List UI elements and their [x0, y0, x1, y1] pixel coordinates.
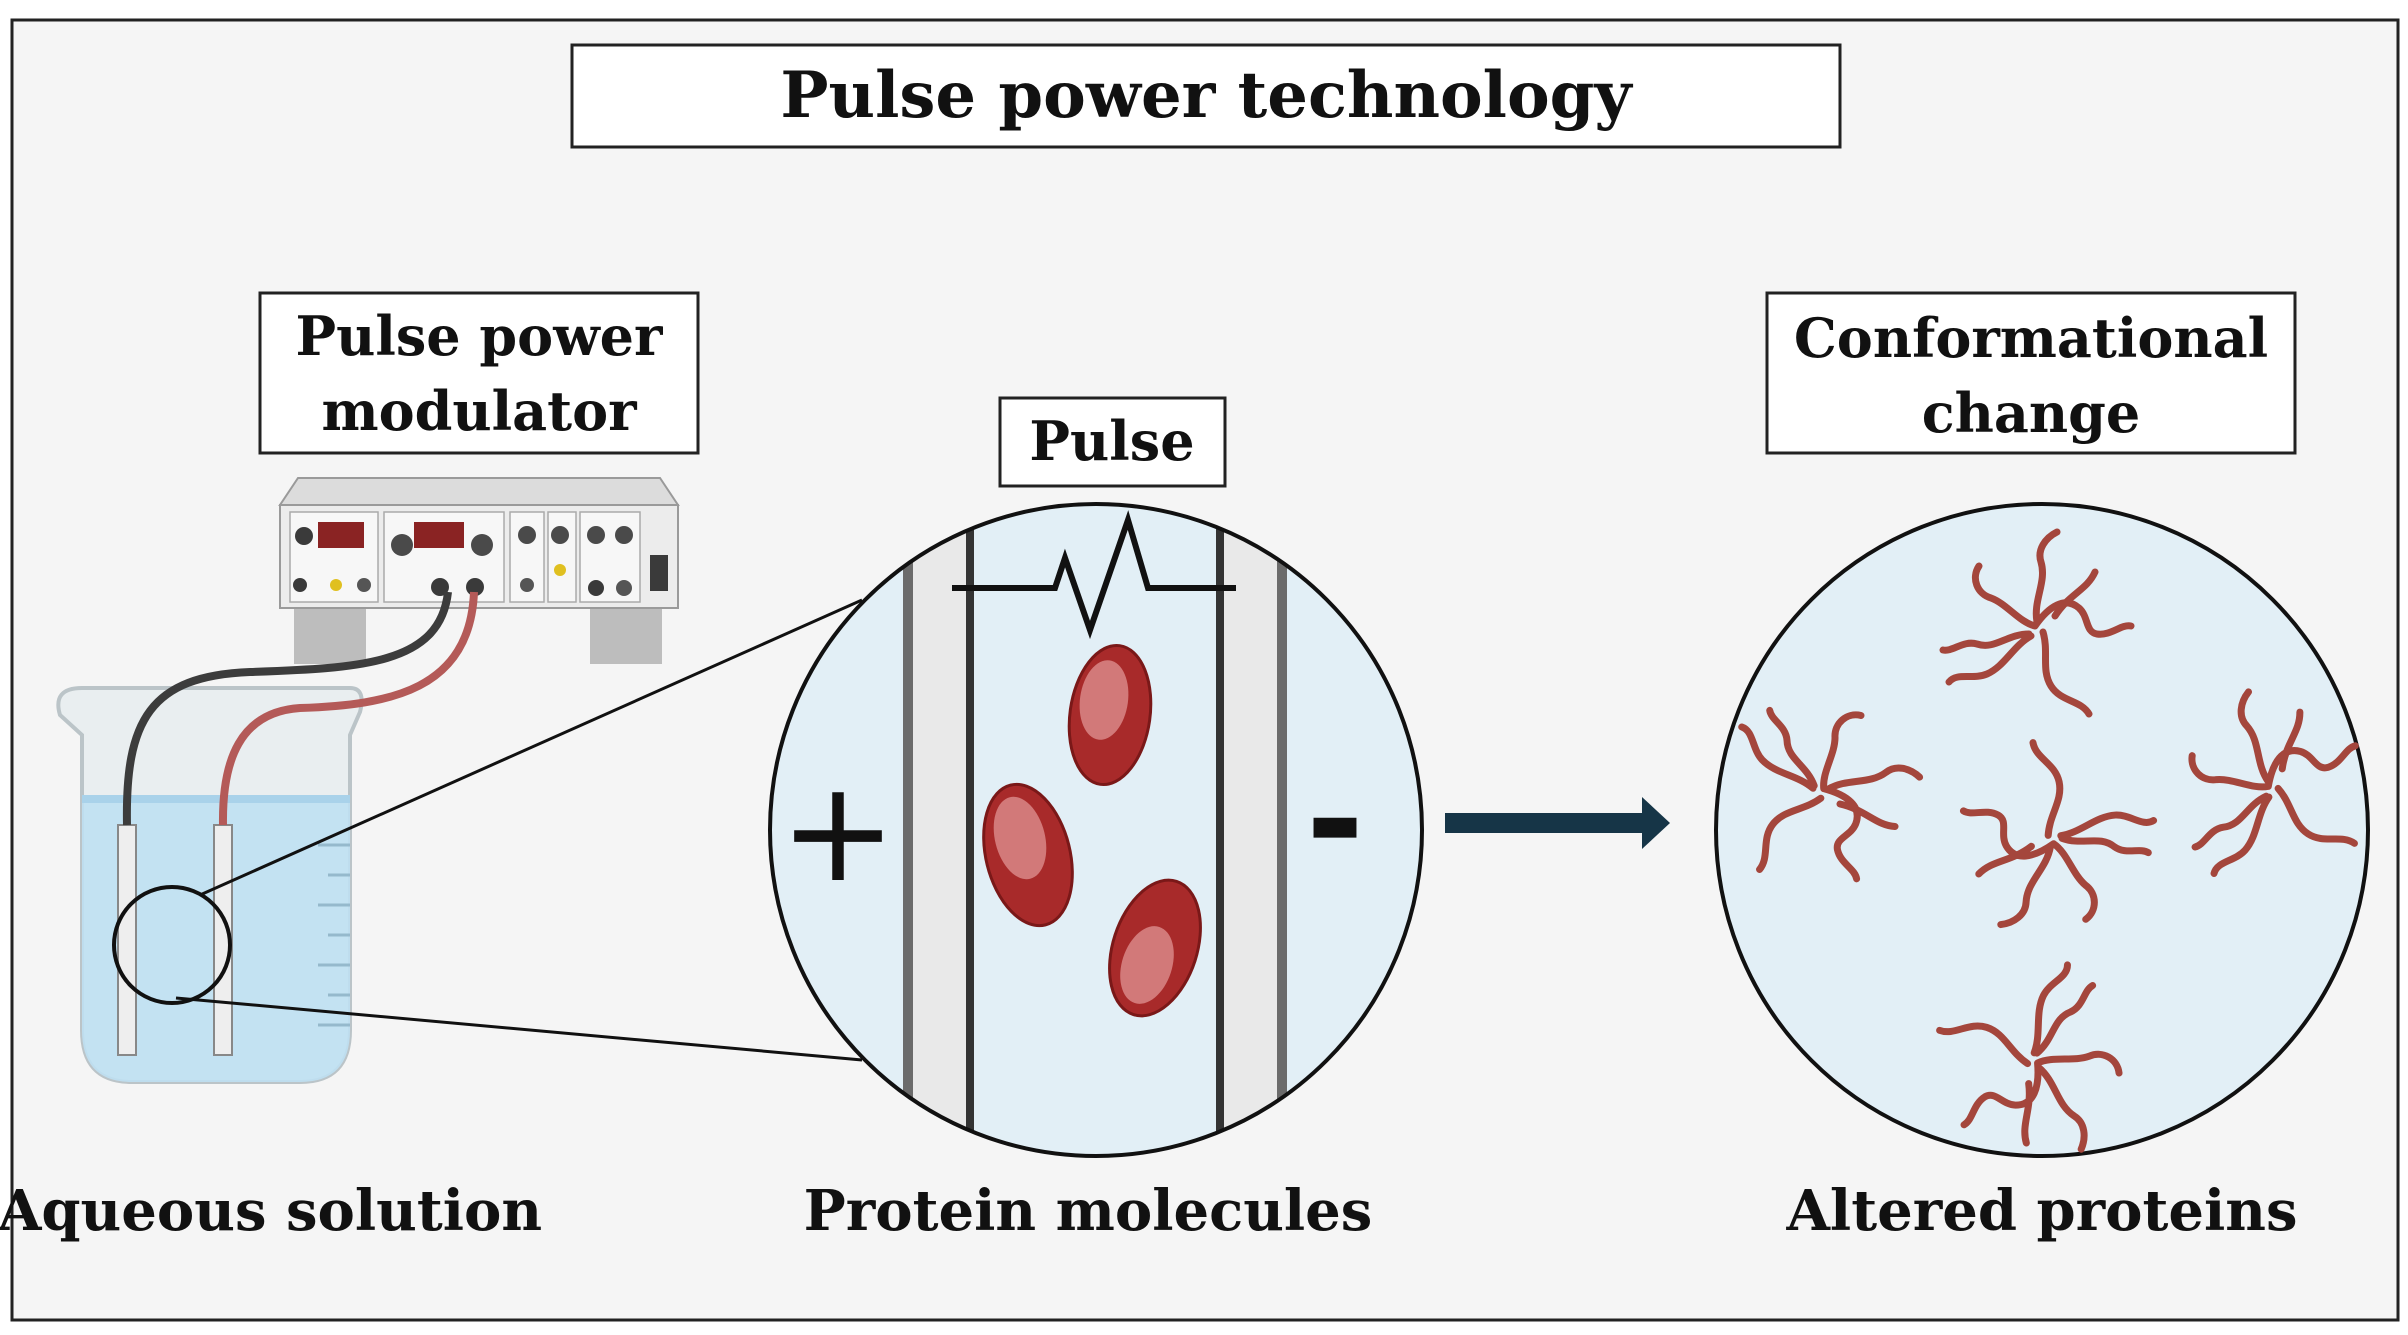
- minus-sign: -: [1306, 739, 1364, 902]
- altered-proteins-label: Altered proteins: [1785, 1178, 2297, 1244]
- plus-sign: +: [779, 751, 896, 914]
- red-wire: [218, 591, 478, 826]
- magnifier-line-top: [199, 598, 863, 897]
- protein-molecules-circle: + -: [768, 502, 1424, 1158]
- modulator-label-line-2: modulator: [321, 379, 637, 443]
- pulse-waveform-icon: [952, 510, 1236, 640]
- right-arrow-icon: [1445, 797, 1670, 849]
- conformational-label-box: Conformational change: [1765, 291, 2297, 455]
- modulator-label-line-1: Pulse power: [295, 304, 663, 368]
- protein-molecule-icon: [1108, 878, 1202, 1018]
- title-box: Pulse power technology: [570, 43, 1842, 149]
- magnifier-circle: [112, 885, 232, 1005]
- black-wire: [122, 591, 452, 826]
- aqueous-solution-label: Aqueous solution: [0, 1178, 542, 1244]
- electrode-plate-left: [908, 504, 970, 1156]
- protein-molecule-icon: [1067, 643, 1153, 787]
- pulse-label-box: Pulse: [998, 396, 1227, 488]
- electrode-icon: [117, 824, 137, 1056]
- pulse-label: Pulse: [1029, 409, 1194, 473]
- conformational-label-line-2: change: [1922, 381, 2141, 445]
- page-title: Pulse power technology: [780, 58, 1633, 133]
- electrode-plate-right: [1220, 504, 1282, 1156]
- magnifier-line-bottom: [175, 996, 863, 1062]
- conformational-label-line-1: Conformational: [1794, 306, 2268, 370]
- modulator-label-box: Pulse power modulator: [258, 291, 700, 455]
- protein-molecule-icon: [982, 782, 1074, 928]
- protein-molecules-label: Protein molecules: [804, 1178, 1373, 1244]
- altered-proteins-circle: [1710, 502, 2393, 1197]
- pulse-modulator-device-icon: [278, 477, 680, 664]
